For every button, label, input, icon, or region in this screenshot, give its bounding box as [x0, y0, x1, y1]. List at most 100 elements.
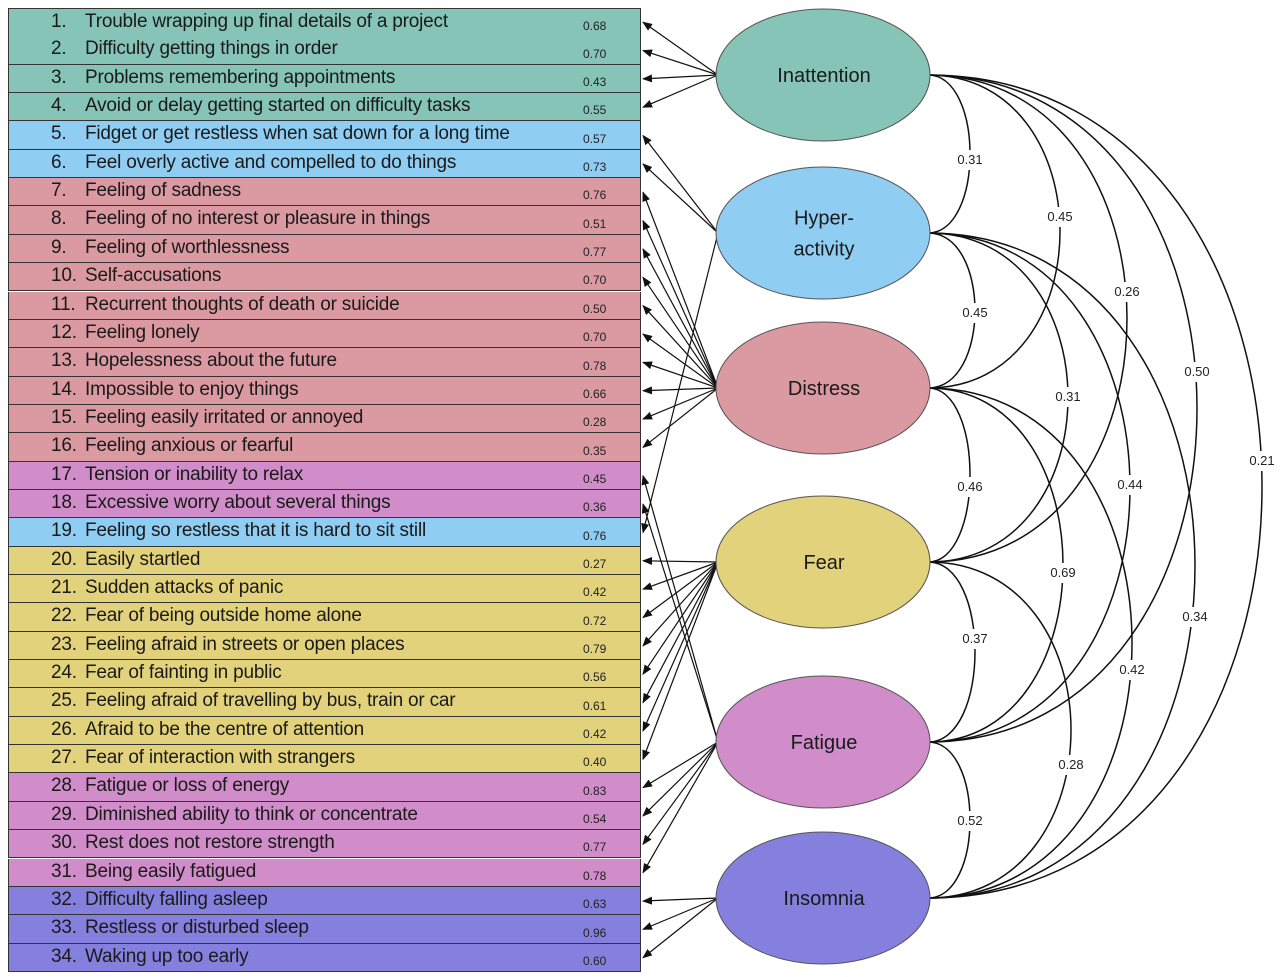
- loading-arrow: [642, 276, 719, 389]
- item-number: 3.: [51, 66, 67, 88]
- item-loading: 0.76: [583, 528, 607, 543]
- correlation-value: 0.45: [962, 305, 987, 320]
- item-loading: 0.35: [583, 443, 607, 458]
- item-loading: 0.57: [583, 131, 607, 146]
- item-row: 28. Fatigue or loss of energy 0.83: [8, 773, 641, 802]
- item-number: 4.: [51, 95, 67, 117]
- item-row: 6. Feel overly active and compelled to do…: [8, 149, 641, 179]
- factor-ellipse: [715, 675, 931, 809]
- factor-label: Distress: [788, 378, 860, 400]
- item-label: Fatigue or loss of energy: [85, 775, 290, 797]
- loading-arrow: [642, 219, 719, 389]
- item-number: 9.: [51, 236, 67, 258]
- item-number: 6.: [51, 151, 67, 173]
- loading-arrow: [642, 361, 719, 389]
- item-row: 19.Feeling so restless that it is hard t…: [8, 518, 641, 547]
- correlation-value: 0.31: [957, 152, 982, 167]
- correlation-label-bg: [1111, 282, 1143, 302]
- item-loading: 0.56: [583, 670, 607, 685]
- correlation-value: 0.42: [1119, 662, 1144, 677]
- factor-insomnia: Insomnia: [715, 831, 931, 965]
- correlation-value: 0.45: [1047, 209, 1072, 224]
- item-number: 34.: [51, 945, 77, 967]
- item-loading: 0.60: [583, 953, 607, 968]
- factor-distress: Distress: [715, 321, 931, 455]
- item-label: Diminished ability to think or concentra…: [85, 803, 418, 825]
- item-number: 30.: [51, 832, 77, 854]
- loading-arrow: [642, 21, 719, 76]
- item-row: 1.Trouble wrapping up final details of a…: [8, 8, 641, 38]
- item-label: Easily startled: [85, 548, 201, 570]
- loading-arrow: [642, 561, 719, 761]
- factor-label: Inattention: [777, 65, 870, 87]
- item-number: 28.: [51, 775, 77, 797]
- factor-inattention: Inattention: [715, 8, 931, 142]
- loading-arrow: [642, 561, 719, 676]
- correlation-label-bg: [1116, 660, 1148, 680]
- loading-arrow: [642, 74, 719, 108]
- item-loading: 0.83: [583, 783, 607, 798]
- factor-ellipse: [715, 495, 931, 629]
- factor-loading-arrows: [641, 21, 719, 959]
- loading-arrow: [642, 386, 719, 395]
- loading-arrow: [642, 561, 719, 590]
- loading-arrow: [641, 474, 719, 743]
- loading-arrow: [642, 897, 719, 930]
- item-number: 11.: [51, 293, 76, 315]
- item-loading: 0.76: [583, 188, 607, 203]
- item-row: 34. Waking up too early 0.60: [8, 943, 641, 972]
- factor-label: Hyper-: [794, 208, 854, 230]
- correlation-value: 0.26: [1114, 284, 1139, 299]
- item-label: Feeling afraid of travelling by bus, tra…: [85, 690, 456, 712]
- loading-arrow: [642, 191, 719, 389]
- item-loading: 0.73: [583, 160, 607, 175]
- item-loading: 0.96: [583, 925, 607, 940]
- loading-arrow: [642, 741, 719, 789]
- item-loading: 0.61: [583, 698, 607, 713]
- item-loading: 0.63: [583, 897, 607, 912]
- correlation-curve: [927, 74, 1263, 899]
- correlation-curve: [927, 74, 1198, 743]
- item-label: Feel overly active and compelled to do t…: [85, 151, 457, 173]
- item-label: Feeling lonely: [85, 321, 200, 343]
- correlation-value: 0.52: [957, 813, 982, 828]
- item-loading: 0.66: [583, 386, 607, 401]
- latent-factors: InattentionHyper-activityDistressFearFat…: [715, 8, 931, 965]
- item-number: 19.: [51, 520, 77, 542]
- item-loading: 0.36: [583, 500, 607, 515]
- item-number: 27.: [51, 747, 77, 769]
- correlation-label-bg: [1114, 475, 1146, 495]
- item-loading: 0.55: [583, 103, 607, 118]
- factor-label: Fatigue: [791, 732, 858, 754]
- loading-arrow: [642, 561, 719, 647]
- item-label: Tension or inability to relax: [85, 463, 304, 485]
- factor-fear: Fear: [715, 495, 931, 629]
- item-label: Avoid or delay getting started on diffic…: [85, 95, 471, 117]
- item-row: 29.Diminished ability to think or concen…: [8, 801, 641, 831]
- loading-arrow: [642, 49, 719, 76]
- factor-fatigue: Fatigue: [715, 675, 931, 809]
- item-number: 17.: [51, 463, 77, 485]
- factor-ellipse: [715, 8, 931, 142]
- item-number: 25.: [51, 690, 77, 712]
- item-row: 8.Feeling of no interest or pleasure in …: [8, 206, 641, 235]
- item-label: Impossible to enjoy things: [85, 378, 299, 400]
- item-loading: 0.28: [583, 415, 607, 430]
- item-row: 11.Recurrent thoughts of death or suicid…: [8, 291, 641, 320]
- item-number: 1.: [51, 11, 67, 32]
- loading-arrow: [642, 897, 719, 959]
- item-label: Waking up too early: [85, 945, 249, 967]
- item-loading: 0.70: [583, 46, 607, 61]
- correlation-value: 0.28: [1058, 757, 1083, 772]
